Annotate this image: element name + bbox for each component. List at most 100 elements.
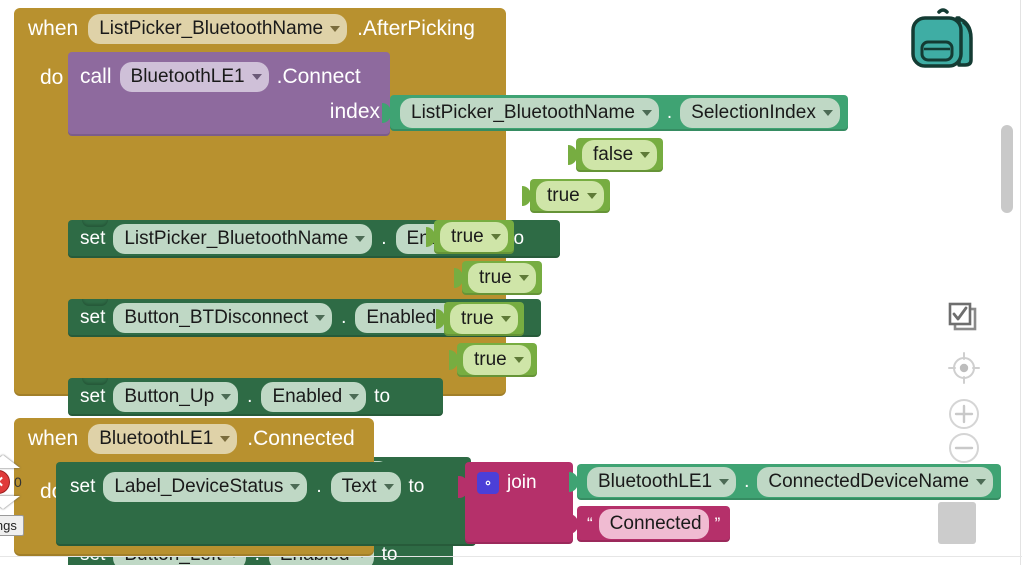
getter-property-dropdown[interactable]: SelectionIndex: [680, 98, 840, 128]
join-body[interactable]: join: [465, 462, 573, 544]
block-notch: [82, 52, 108, 59]
logic-value-true[interactable]: true: [436, 302, 524, 336]
call-component-dropdown[interactable]: BluetoothLE1: [119, 62, 269, 92]
error-count: 0: [14, 474, 22, 490]
event-block-header: when BluetoothLE1 .Connected: [14, 418, 374, 460]
chevron-down-icon: [221, 394, 232, 400]
event-component-dropdown[interactable]: BluetoothLE1: [88, 424, 238, 454]
text-string-body[interactable]: “ Connected ”: [577, 506, 731, 542]
triangle-down-icon[interactable]: [0, 496, 20, 509]
setter-property-label: Enabled: [272, 386, 343, 407]
logic-dropdown[interactable]: true: [536, 181, 604, 211]
getter-body[interactable]: BluetoothLE1 . ConnectedDeviceName: [577, 464, 1002, 500]
logic-value-true[interactable]: true: [522, 179, 610, 213]
trash-panel[interactable]: [938, 502, 976, 544]
setter-component-dropdown[interactable]: Button_BTDisconnect: [113, 303, 333, 333]
event-component-dropdown[interactable]: ListPicker_BluetoothName: [88, 14, 348, 44]
logic-value-true[interactable]: true: [454, 261, 542, 295]
setter-property-label: Enabled: [366, 307, 437, 328]
set-label: set: [80, 228, 106, 249]
gear-icon[interactable]: [477, 472, 499, 494]
setter-component-dropdown[interactable]: Button_Up: [113, 382, 239, 412]
logic-value-label: true: [461, 308, 494, 329]
value-plug: [522, 186, 531, 206]
setter-component-dropdown[interactable]: ListPicker_BluetoothName: [113, 224, 373, 254]
dot-separator: .: [381, 228, 387, 249]
text-string-value: Connected: [609, 513, 702, 534]
logic-body[interactable]: true: [530, 179, 610, 213]
logic-value-true[interactable]: true: [426, 220, 514, 254]
dot-separator: .: [316, 476, 322, 497]
getter-selectionindex[interactable]: ListPicker_BluetoothName . SelectionInde…: [382, 95, 848, 131]
value-plug: [426, 227, 435, 247]
logic-body[interactable]: true: [444, 302, 524, 336]
setter-component-label: Label_DeviceStatus: [114, 476, 284, 497]
copy-all-blocks-icon[interactable]: [946, 300, 982, 341]
settings-tab[interactable]: ings: [0, 515, 24, 536]
logic-dropdown[interactable]: true: [440, 222, 508, 252]
logic-body[interactable]: true: [434, 220, 514, 254]
vertical-scrollbar-thumb[interactable]: [1001, 125, 1013, 213]
chevron-down-icon: [500, 316, 511, 322]
getter-body[interactable]: ListPicker_BluetoothName . SelectionInde…: [390, 95, 848, 131]
setter-row[interactable]: set Button_Up . Enabled to: [68, 378, 443, 416]
join-label: join: [507, 472, 537, 493]
setter-property-dropdown[interactable]: Text: [330, 472, 401, 502]
chevron-down-icon: [976, 479, 987, 485]
join-block[interactable]: join BluetoothLE1 . ConnectedDeviceName: [458, 462, 1002, 544]
logic-value-label: true: [479, 267, 512, 288]
logic-dropdown[interactable]: true: [450, 304, 518, 334]
logic-value-label: false: [593, 144, 634, 165]
chevron-down-icon: [315, 315, 326, 321]
setter-property-dropdown[interactable]: Enabled: [261, 382, 367, 412]
setter-property-label: Text: [341, 476, 377, 497]
warning-indicator-widget[interactable]: ✕ 0 ings: [0, 455, 32, 536]
logic-body[interactable]: false: [576, 138, 664, 172]
logic-body[interactable]: true: [457, 343, 537, 377]
method-call-connect[interactable]: call BluetoothLE1 .Connect index: [68, 52, 390, 136]
value-plug: [454, 268, 463, 288]
logic-value-false[interactable]: false: [568, 138, 664, 172]
backpack-icon[interactable]: [905, 6, 981, 72]
chevron-down-icon: [518, 275, 529, 281]
zoom-out-icon[interactable]: [946, 430, 982, 471]
join-arg1-getter[interactable]: BluetoothLE1 . ConnectedDeviceName: [569, 464, 1002, 500]
join-arg2-text[interactable]: “ Connected ”: [569, 506, 731, 542]
to-label: to: [408, 476, 425, 497]
setter-label-devicestatus[interactable]: set Label_DeviceStatus . Text to: [56, 462, 476, 546]
value-plug: [436, 309, 445, 329]
logic-dropdown[interactable]: true: [468, 263, 536, 293]
when-label: when: [28, 17, 79, 40]
chevron-down-icon: [355, 236, 366, 242]
chevron-down-icon: [349, 394, 360, 400]
chevron-down-icon: [290, 484, 301, 490]
center-workspace-icon[interactable]: [946, 350, 982, 391]
set-label: set: [70, 476, 96, 497]
index-arg-label: index: [329, 100, 380, 123]
to-label: to: [381, 544, 398, 565]
value-plug: [569, 514, 578, 534]
error-icon[interactable]: ✕: [0, 470, 10, 494]
vertical-scrollbar-track[interactable]: [1001, 8, 1013, 498]
block-notch: [82, 299, 108, 306]
setter-component-label: Button_BTDisconnect: [124, 307, 309, 328]
setter-component-label: Button_Up: [124, 386, 215, 407]
logic-value-true[interactable]: true: [449, 343, 537, 377]
triangle-up-icon[interactable]: [0, 455, 20, 468]
getter-property-dropdown[interactable]: ConnectedDeviceName: [757, 467, 994, 497]
logic-body[interactable]: true: [462, 261, 542, 295]
workspace-bottom-border: [0, 556, 1022, 557]
dot-separator: .: [666, 102, 673, 123]
value-plug: [569, 472, 578, 492]
zoom-in-icon[interactable]: [946, 396, 982, 437]
logic-dropdown[interactable]: true: [463, 345, 531, 375]
logic-dropdown[interactable]: false: [582, 140, 658, 170]
text-string-field[interactable]: Connected: [598, 509, 709, 539]
getter-component-dropdown[interactable]: BluetoothLE1: [587, 467, 737, 497]
getter-component-label: ListPicker_BluetoothName: [411, 102, 635, 123]
value-plug: [568, 145, 577, 165]
value-plug: [382, 103, 391, 123]
setter-component-dropdown[interactable]: Label_DeviceStatus: [103, 472, 308, 502]
getter-component-dropdown[interactable]: ListPicker_BluetoothName: [400, 98, 659, 128]
